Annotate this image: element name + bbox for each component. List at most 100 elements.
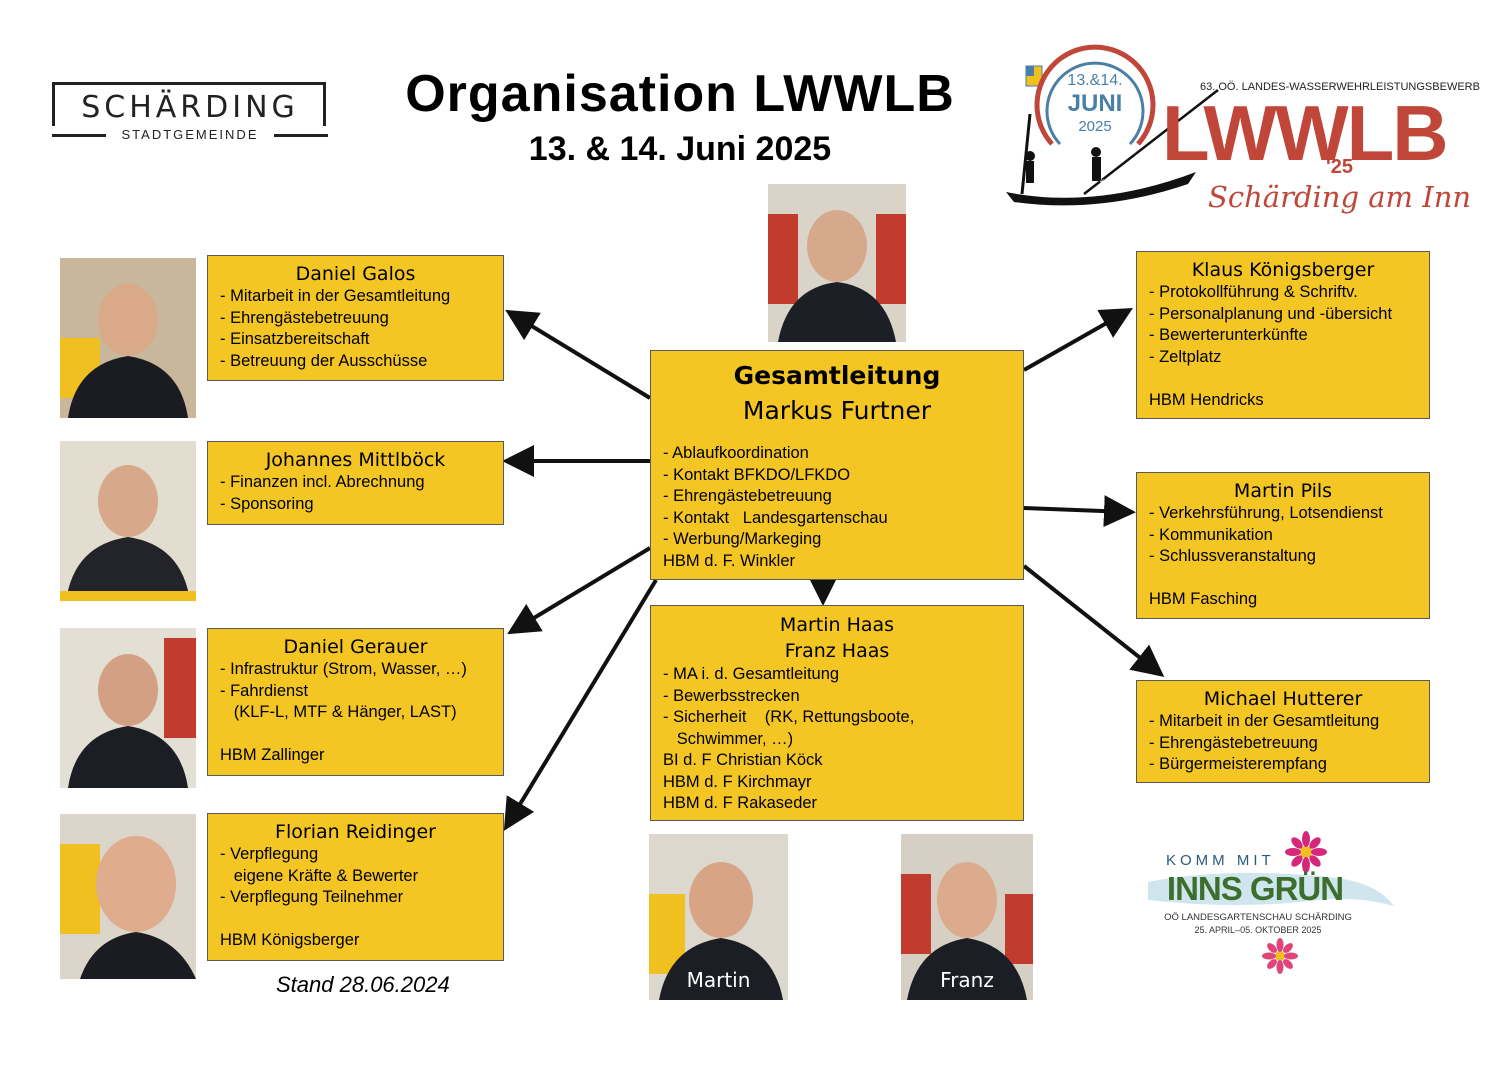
box-gesamtleitung: Gesamtleitung Markus Furtner - Ablaufkoo… — [650, 350, 1024, 580]
lgs-line3: OÖ LANDESGARTENSCHAU SCHÄRDING — [1164, 912, 1352, 923]
box-line: HBM d. F Rakaseder — [663, 794, 818, 812]
person-icon — [60, 441, 196, 601]
box-name: Michael Hutterer — [1203, 688, 1363, 710]
gesamtleitung-title: Gesamtleitung — [733, 361, 941, 390]
lwwlb-logo: 13.&14. JUNI 2025 ff-schaerding.at 63. O… — [1000, 44, 1480, 234]
box-line: - Bewerbsstrecken — [663, 686, 800, 705]
box-line: - Betreuung der Ausschüsse — [220, 351, 428, 370]
box-line: - Verpflegung Teilnehmer — [220, 888, 404, 906]
box-line: HBM d. F Kirchmayr — [663, 772, 812, 791]
box-line: - Personalplanung und -übersicht — [1149, 304, 1393, 323]
box-name: Florian Reidinger — [275, 821, 436, 843]
gesamtleitung-line: - Kontakt BFKDO/LFKDO — [663, 465, 851, 484]
box-klaus-koenigsberger: Klaus Königsberger - Protokollführung & … — [1136, 251, 1430, 419]
box-line: (KLF-L, MTF & Hänger, LAST) — [220, 703, 457, 721]
box-line: - Sponsoring — [220, 494, 314, 513]
box-name: Martin Pils — [1233, 480, 1333, 502]
lwwlb-year-short: '25 — [1326, 156, 1354, 178]
lgs-line2: INNS GRÜN — [1166, 870, 1344, 907]
box-name: Daniel Gerauer — [283, 636, 428, 658]
lwwlb-tagline: 63. OÖ. LANDES-WASSERWEHRLEISTUNGSBEWERB — [1200, 81, 1480, 93]
person-icon — [60, 628, 196, 788]
arrow-to-reidinger — [503, 578, 658, 831]
box-name: Daniel Galos — [295, 263, 416, 285]
box-line: - Ehrengästebetreuung — [220, 308, 389, 327]
arrow-to-galos — [505, 309, 652, 400]
page-title: Organisation LWWLB — [405, 65, 955, 123]
photo-martin-haas: Martin — [649, 834, 788, 1000]
gesamtleitung-line: - Werbung/Markeging — [663, 530, 822, 548]
box-line: - Schlussveranstaltung — [1149, 547, 1316, 565]
box-line: HBM Königsberger — [220, 931, 360, 949]
person-icon — [901, 834, 1033, 1000]
box-haas: Martin Haas Franz Haas - MA i. d. Gesamt… — [650, 605, 1024, 821]
box-line: - Ehrengästebetreuung — [1149, 733, 1318, 752]
box-daniel-galos: Daniel Galos - Mitarbeit in der Gesamtle… — [207, 255, 504, 381]
arrow-to-gerauer — [507, 546, 652, 635]
photo-florian-reidinger — [60, 814, 196, 979]
box-line: - Bewerterunterkünfte — [1149, 326, 1308, 344]
lwwlb-script: Schärding am Inn — [1208, 180, 1472, 214]
box-line: - Verpflegung — [220, 845, 319, 863]
schaerding-logo: SCHÄRDING STADTGEMEINDE — [52, 82, 328, 144]
box-line: - Mitarbeit in der Gesamtleitung — [220, 287, 451, 305]
photo-daniel-gerauer — [60, 628, 196, 788]
box-line: - Protokollführung & Schriftv. — [1149, 283, 1358, 301]
box-name-1: Martin Haas — [779, 614, 895, 636]
schaerding-logo-name: SCHÄRDING — [81, 90, 299, 125]
lwwlb-badge-year: 2025 — [1078, 118, 1112, 135]
lwwlb-badge-date: 13.&14. — [1067, 72, 1123, 89]
photo-markus-furtner — [768, 184, 906, 342]
box-line: - Finanzen incl. Abrechnung — [220, 473, 425, 491]
lgs-line1: KOMM MIT — [1166, 852, 1275, 869]
photo-label-martin: Martin — [686, 968, 751, 992]
arrow-to-hutterer — [1022, 564, 1165, 677]
box-line: eigene Kräfte & Bewerter — [220, 866, 419, 885]
flower-icon — [1148, 831, 1394, 974]
box-martin-pils: Martin Pils - Verkehrsführung, Lotsendie… — [1136, 472, 1430, 619]
gesamtleitung-line: - Kontakt Landesgartenschau — [663, 508, 888, 527]
box-line — [220, 724, 491, 746]
lgs-line4: 25. APRIL–05. OKTOBER 2025 — [1194, 925, 1322, 935]
box-line: HBM Fasching — [1149, 590, 1258, 608]
gesamtleitung-line: - Ablaufkoordination — [663, 444, 809, 462]
box-daniel-gerauer: Daniel Gerauer - Infrastruktur (Strom, W… — [207, 628, 504, 776]
photo-label-franz: Franz — [940, 968, 994, 992]
photo-daniel-galos — [60, 258, 196, 418]
schaerding-logo-sub: STADTGEMEINDE — [121, 127, 259, 142]
box-line: - Sicherheit (RK, Rettungsboote, — [663, 708, 915, 726]
box-line: Schwimmer, …) — [663, 729, 794, 748]
box-line: BI d. F Christian Köck — [663, 751, 823, 769]
box-florian-reidinger: Florian Reidinger - Verpflegung eigene K… — [207, 813, 504, 961]
box-johannes-mittlboeck: Johannes Mittlböck - Finanzen incl. Abre… — [207, 441, 504, 525]
gesamtleitung-line: - Ehrengästebetreuung — [663, 487, 832, 505]
photo-franz-haas: Franz — [901, 834, 1033, 1000]
arrow-to-pils — [1023, 495, 1136, 528]
box-line — [220, 909, 491, 931]
box-name-2: Franz Haas — [784, 640, 890, 662]
boat-emblem-icon — [1006, 44, 1219, 206]
box-michael-hutterer: Michael Hutterer - Mitarbeit in der Gesa… — [1136, 680, 1430, 783]
box-line: - Fahrdienst — [220, 681, 309, 700]
box-line: - Kommunikation — [1149, 525, 1273, 544]
person-icon — [649, 834, 788, 1000]
box-line — [1149, 568, 1417, 590]
person-icon — [768, 184, 906, 342]
page-subtitle: 13. & 14. Juni 2025 — [528, 130, 832, 168]
lwwlb-acronym: LWWLB — [1162, 89, 1449, 177]
person-icon — [60, 814, 196, 979]
stand-date: Stand 28.06.2024 — [276, 972, 450, 997]
box-line: - Bürgermeisterempfang — [1149, 755, 1327, 773]
gesamtleitung-line: HBM d. F. Winkler — [663, 551, 796, 570]
lwwlb-website: ff-schaerding.at — [1100, 180, 1149, 187]
box-line: HBM Hendricks — [1149, 390, 1264, 409]
box-line — [1149, 368, 1417, 390]
box-line: - MA i. d. Gesamtleitung — [663, 665, 840, 683]
landesgartenschau-logo: KOMM MIT INNS GRÜN OÖ LANDESGARTENSCHAU … — [1138, 826, 1398, 976]
box-line: - Verkehrsführung, Lotsendienst — [1149, 504, 1383, 522]
box-line: - Mitarbeit in der Gesamtleitung — [1149, 712, 1380, 730]
box-name: Johannes Mittlböck — [265, 449, 446, 471]
gesamtleitung-name: Markus Furtner — [742, 396, 932, 425]
person-icon — [60, 258, 196, 418]
